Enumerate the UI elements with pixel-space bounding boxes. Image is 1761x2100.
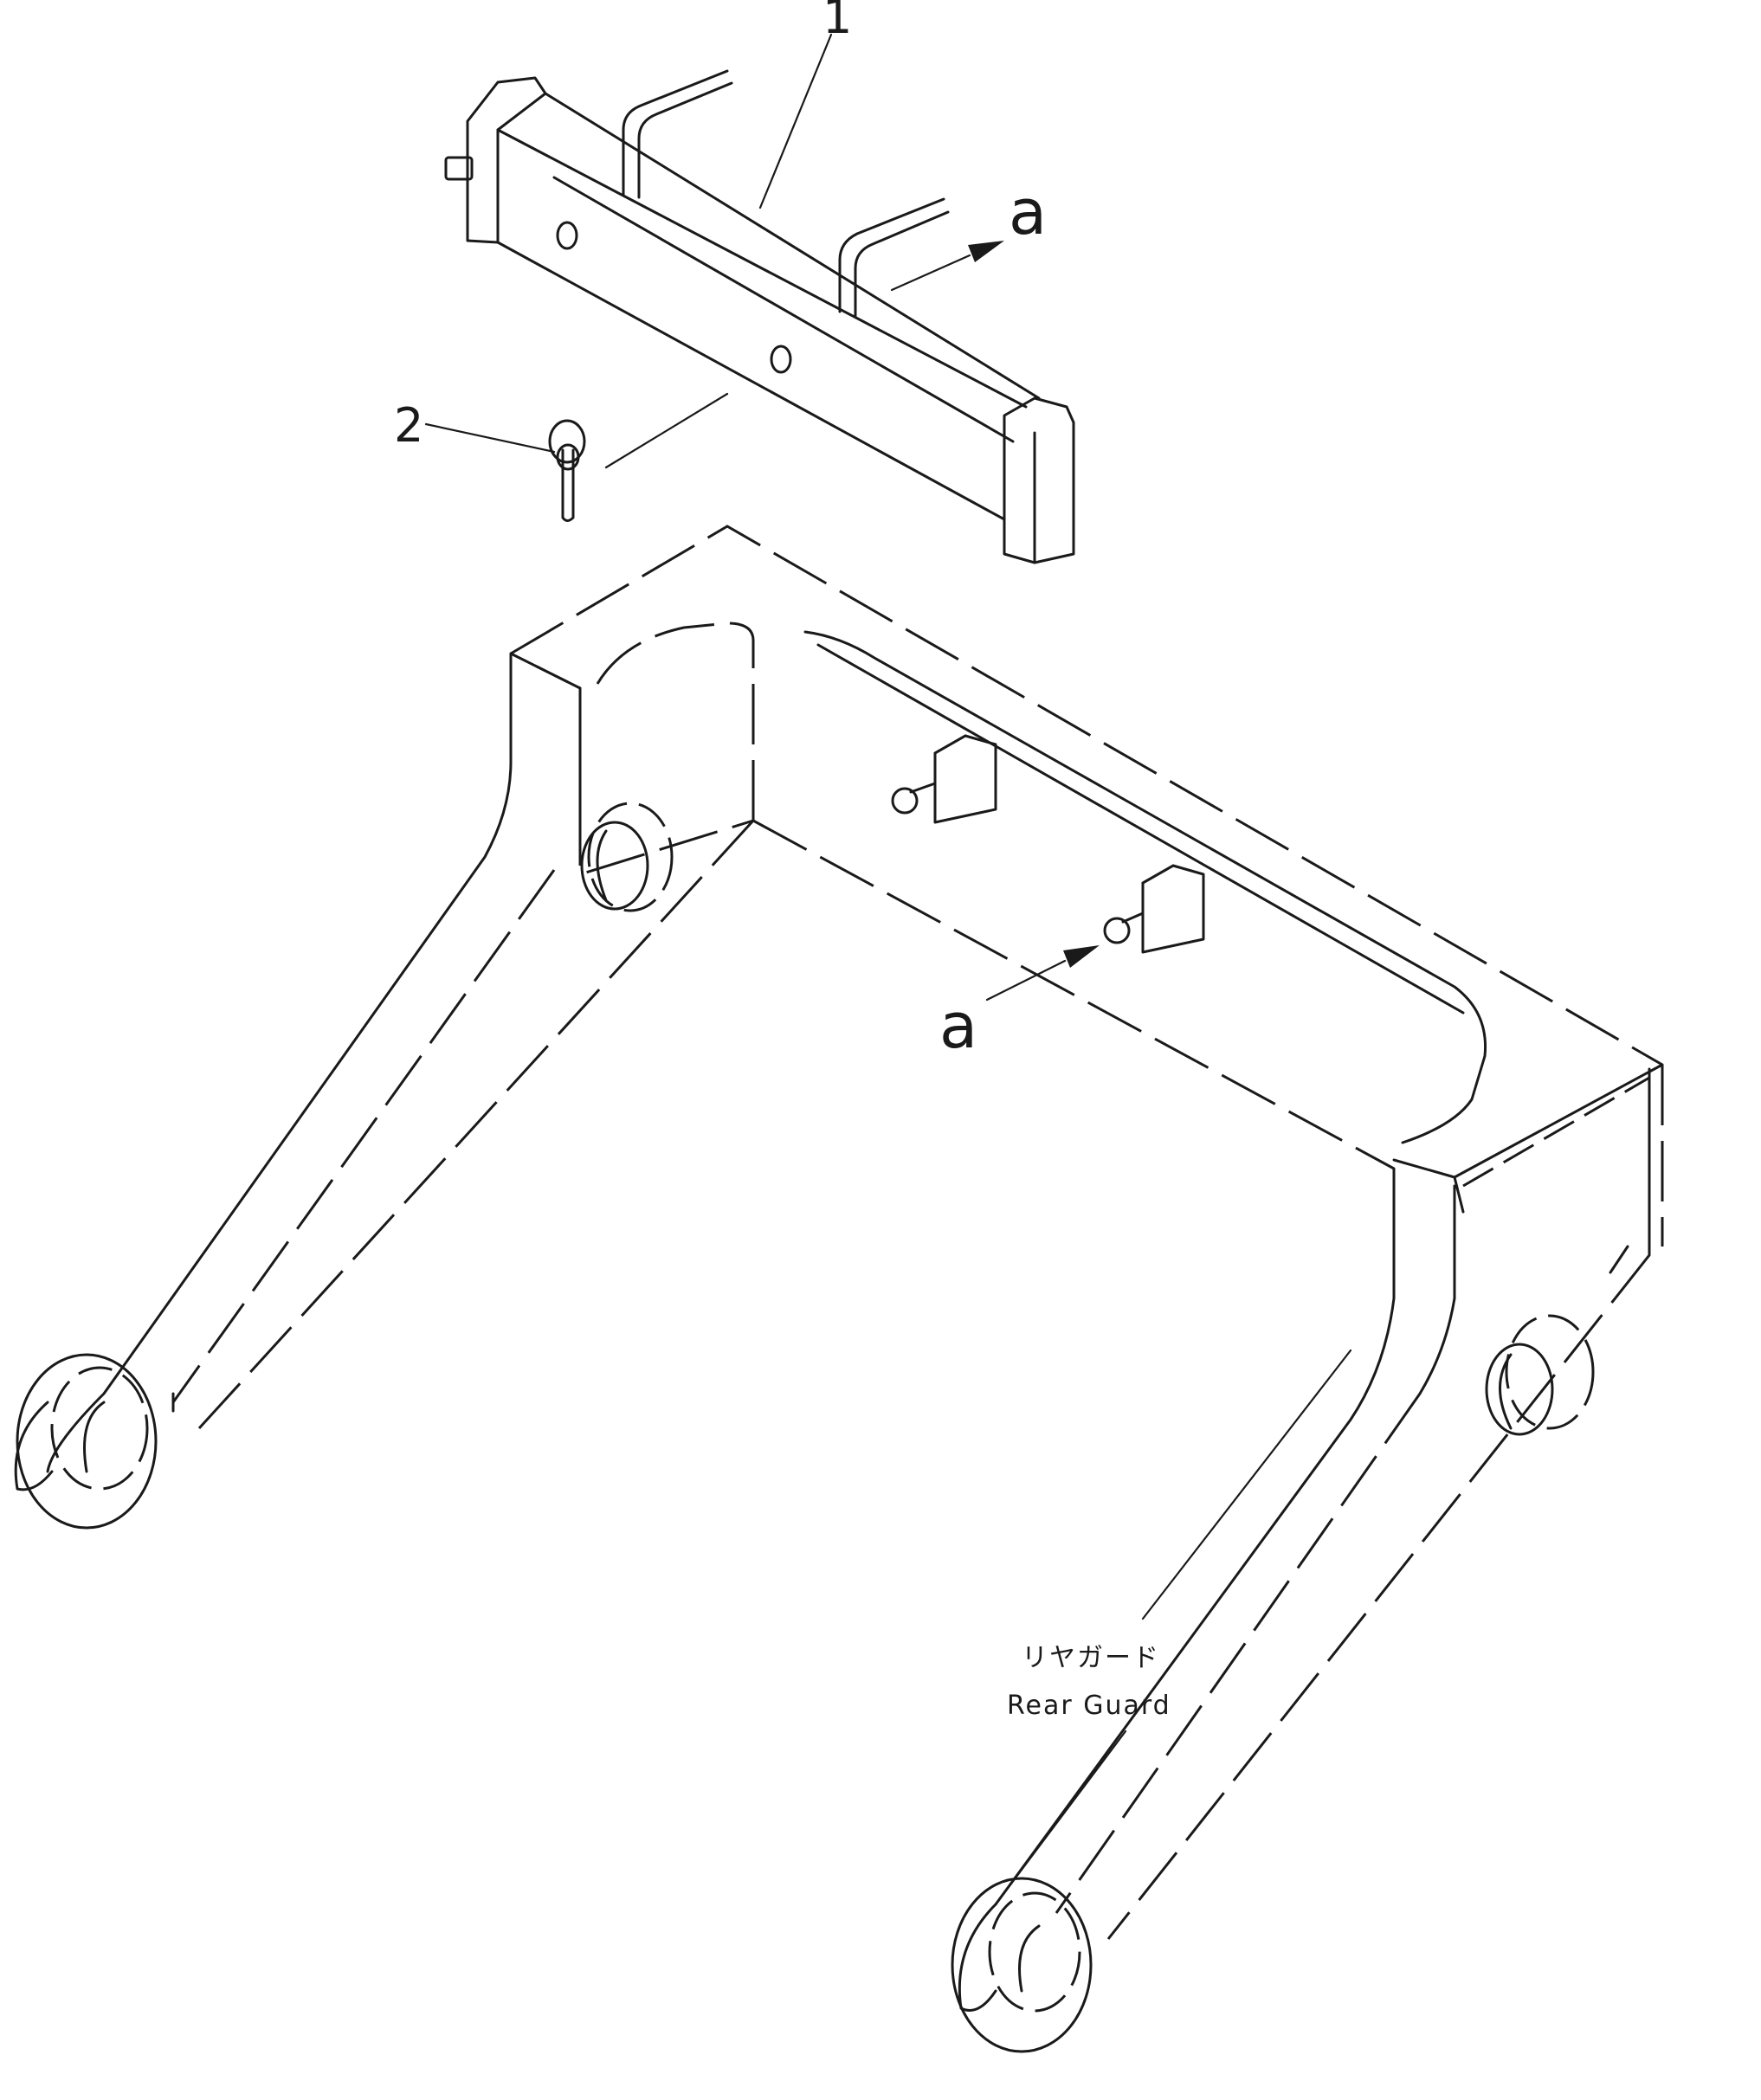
rear-guard-frame (14, 525, 1664, 2053)
callout-part-2: 2 (394, 398, 423, 453)
arrow-a-top-line (890, 254, 971, 292)
leader-part1 (758, 33, 833, 209)
callout-part-1: 1 (822, 0, 852, 44)
lock-pin-part-2 (548, 419, 586, 522)
callout-view-a-bottom: a (939, 989, 977, 1062)
beam-part-1 (444, 69, 1075, 564)
leader-rear-guard-bottom (994, 1730, 1127, 1906)
arrow-a-top-head (968, 241, 1004, 262)
assembly-label-japanese: リヤガード (1022, 1643, 1160, 1673)
arrow-a-bottom-head (1063, 945, 1100, 968)
callout-view-a-top: a (1009, 176, 1047, 248)
leader-part2 (424, 422, 556, 454)
arrow-a-bottom-line (985, 959, 1067, 1002)
leader-lines (424, 33, 1352, 1906)
leader-rear-guard-top (1141, 1349, 1352, 1620)
leader-part2b (604, 392, 729, 469)
assembly-label-english: Rear Guard (1007, 1691, 1171, 1721)
